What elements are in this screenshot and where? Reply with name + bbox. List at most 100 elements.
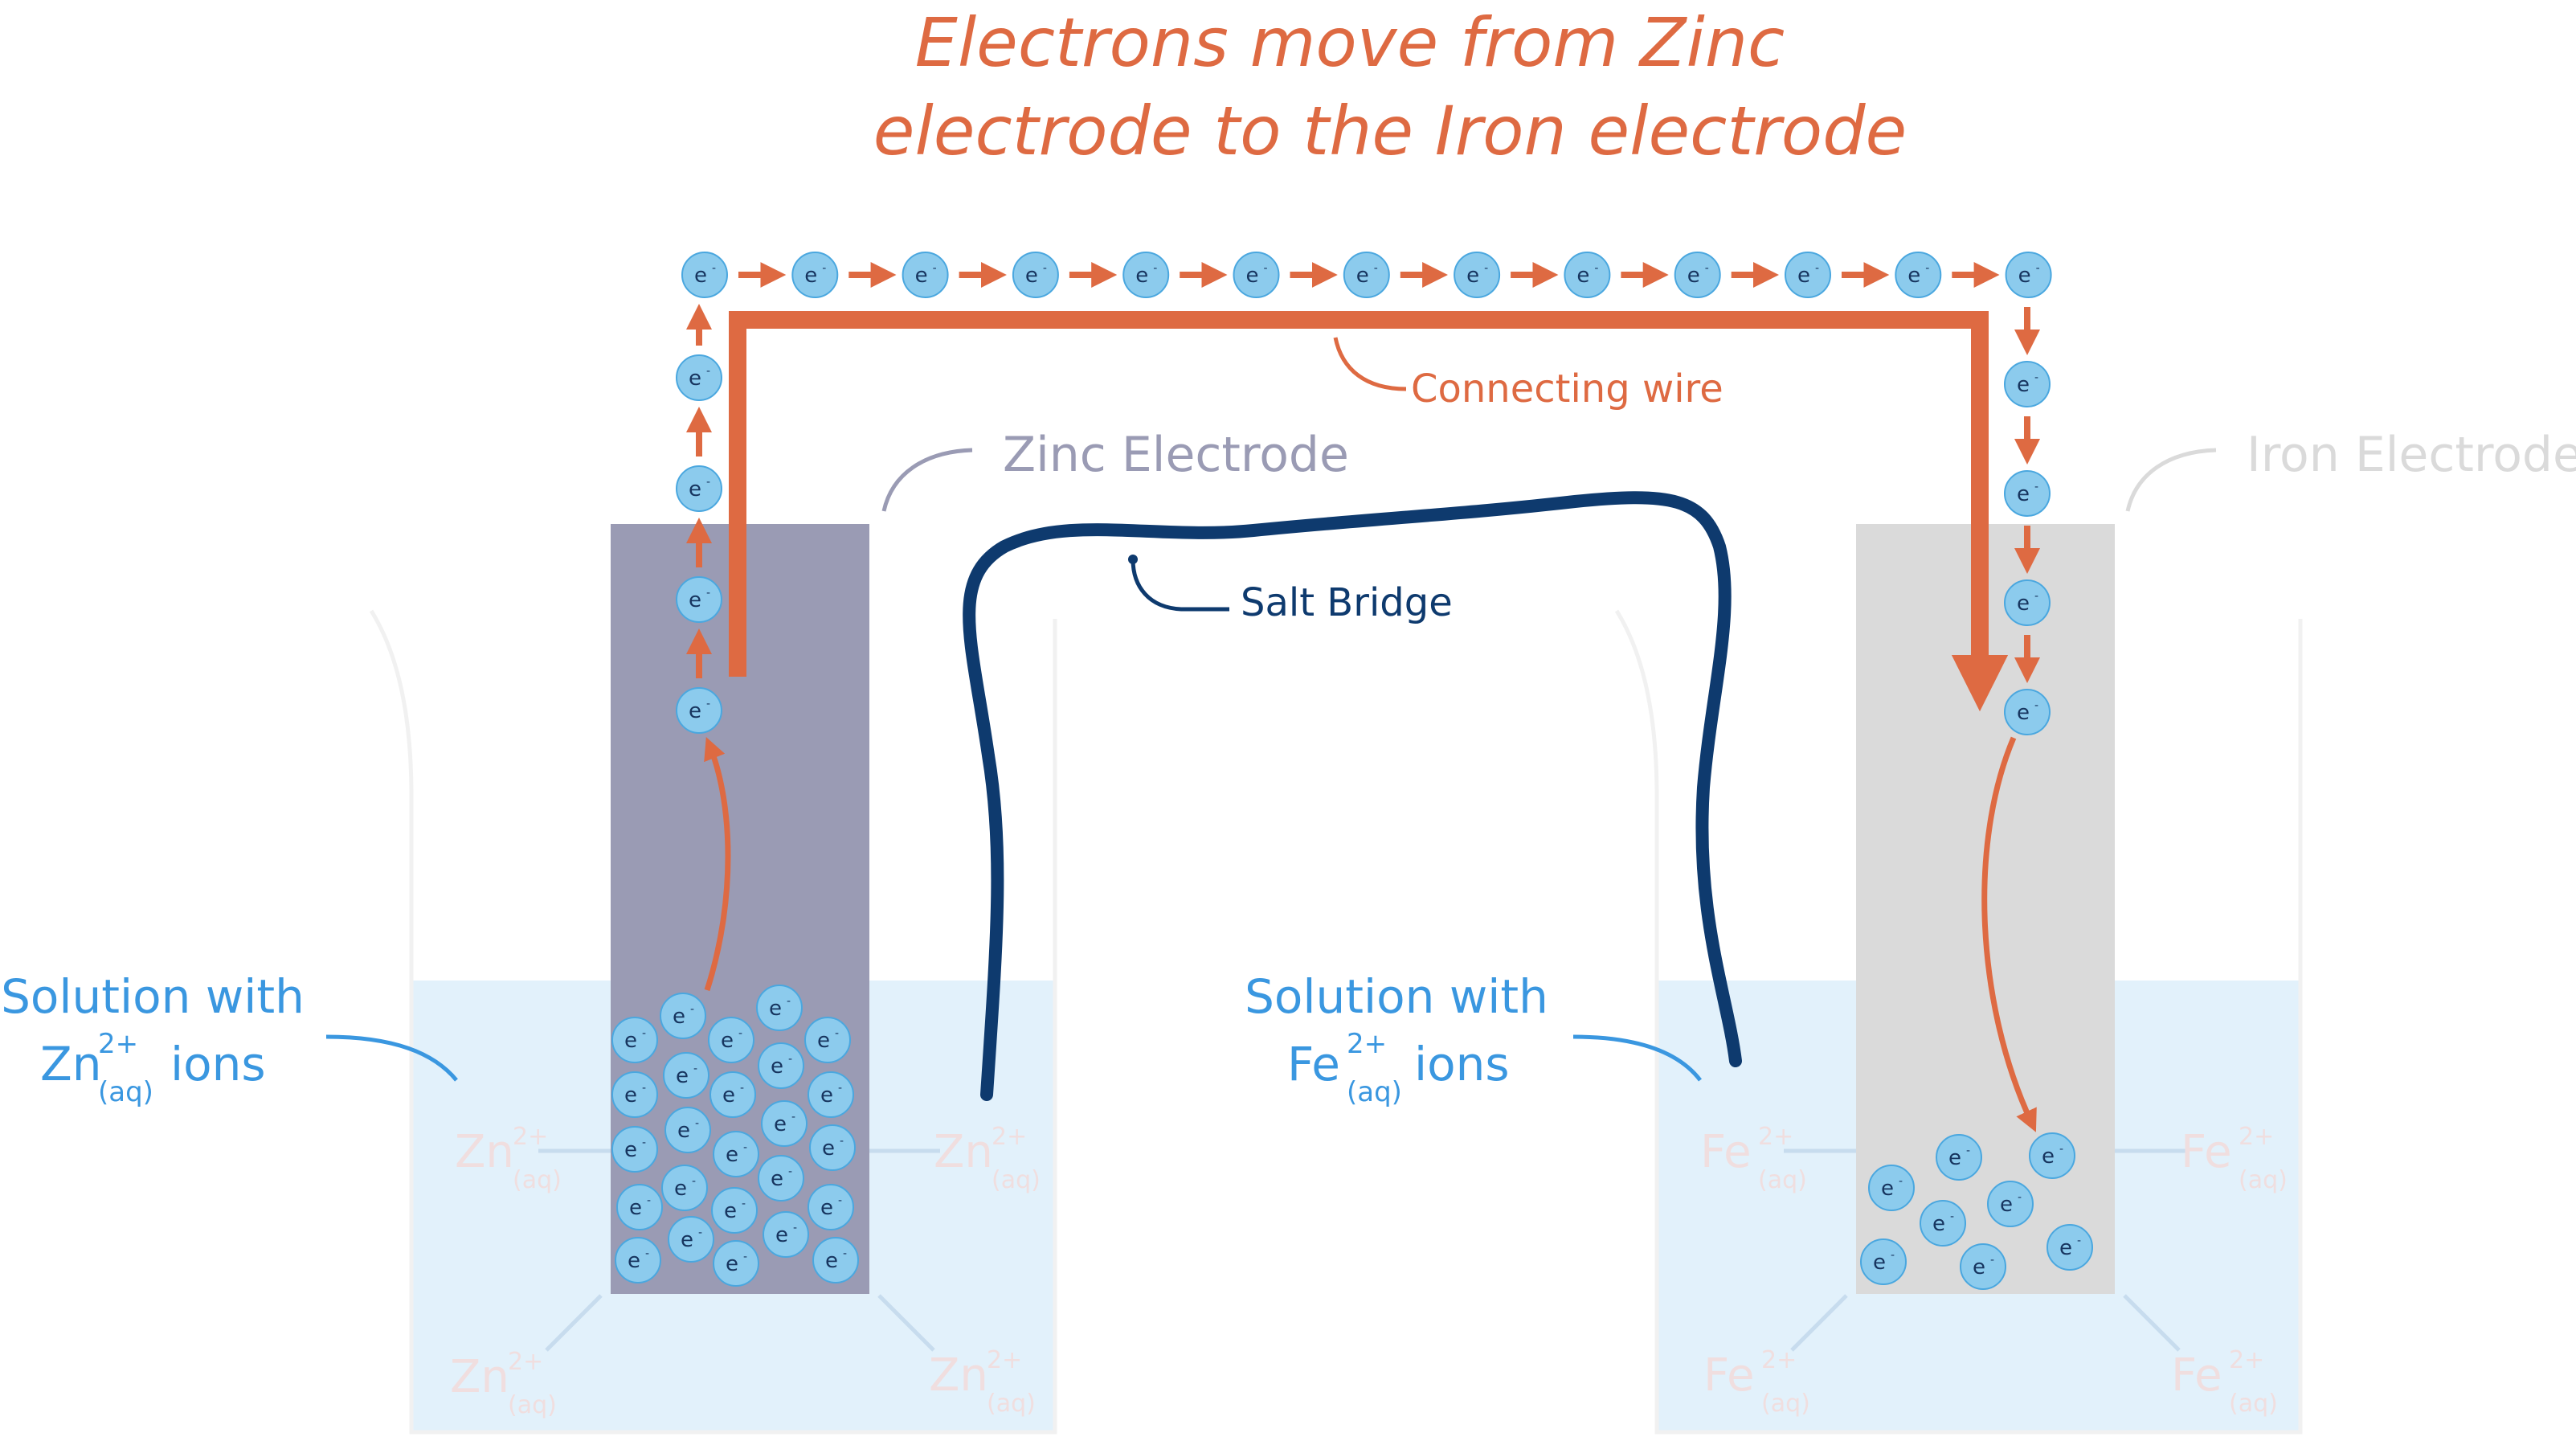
electron-iron: e- [1860, 1238, 1907, 1285]
svg-text:-: - [698, 1226, 702, 1239]
electron-zinc: e- [756, 985, 803, 1031]
electron-iron: e- [1868, 1165, 1915, 1211]
svg-text:2+: 2+ [2239, 1123, 2274, 1151]
salt-bridge-leader [1131, 559, 1229, 612]
svg-text:e: e [721, 1029, 734, 1053]
svg-text:-: - [822, 262, 826, 275]
svg-text:-: - [740, 1082, 744, 1095]
svg-text:e: e [677, 1119, 690, 1143]
electron-zinc: e- [708, 1017, 754, 1063]
svg-text:e: e [1466, 264, 1479, 288]
fe-arrow-downright [2123, 1294, 2181, 1352]
electron-zinc: e- [709, 1071, 756, 1118]
svg-text:-: - [706, 476, 710, 489]
right-solution-leader [1572, 1034, 1702, 1082]
electron-flow-arrows [686, 262, 2040, 683]
electron-zinc: e- [660, 993, 706, 1039]
electron-zinc: e- [616, 1184, 663, 1230]
svg-text:e: e [624, 1138, 637, 1162]
electron-zinc: e- [668, 1216, 714, 1263]
svg-text:-: - [835, 1027, 839, 1040]
svg-text:e: e [629, 1196, 642, 1220]
electron-iron: e- [1960, 1243, 2006, 1290]
electron-iron: e- [1920, 1200, 1966, 1247]
svg-text:-: - [712, 262, 716, 275]
electron-zinc: e- [615, 1237, 661, 1283]
svg-text:-: - [2034, 590, 2038, 603]
svg-text:e: e [804, 264, 817, 288]
left-solution-leader [325, 1034, 458, 1082]
electron-zinc: e- [763, 1211, 809, 1258]
svg-text:e: e [722, 1083, 735, 1107]
svg-text:e: e [2017, 482, 2030, 506]
svg-text:-: - [706, 698, 710, 710]
svg-text:-: - [693, 1062, 697, 1075]
svg-text:(aq): (aq) [1758, 1166, 1807, 1194]
electron-wire-right: e- [2004, 470, 2051, 517]
svg-text:e: e [724, 1199, 737, 1223]
electron-zinc: e- [809, 1124, 856, 1171]
svg-text:Fe: Fe [1700, 1126, 1752, 1178]
svg-text:e: e [1576, 264, 1589, 288]
svg-text:e: e [2017, 592, 2030, 616]
svg-text:Zn: Zn [934, 1126, 993, 1178]
svg-text:-: - [642, 1027, 646, 1040]
svg-text:-: - [645, 1247, 649, 1260]
zn-ion-bottom-right: Zn2+(aq) [929, 1346, 1036, 1418]
svg-text:-: - [738, 1027, 742, 1040]
connecting-wire-label: Connecting wire [1411, 366, 1723, 411]
svg-text:-: - [706, 587, 710, 600]
electron-zinc: e- [758, 1042, 804, 1089]
electron-zinc: e- [812, 1237, 859, 1283]
salt-bridge-label: Salt Bridge [1241, 580, 1453, 625]
left-solution-state: (aq) [98, 1076, 153, 1108]
electron-zinc: e- [661, 1165, 708, 1211]
electron-zinc: e- [711, 1187, 758, 1234]
svg-text:-: - [706, 365, 710, 378]
electron-wire-left: e- [676, 465, 722, 512]
svg-text:-: - [1891, 1249, 1895, 1262]
electron-wire-top: e- [1454, 252, 1501, 298]
svg-text:e: e [1973, 1255, 1985, 1279]
svg-text:-: - [742, 1198, 746, 1210]
electron-wire-top: e- [791, 252, 839, 298]
electron-iron: e- [2029, 1132, 2075, 1179]
svg-text:2+: 2+ [1758, 1123, 1793, 1151]
svg-text:-: - [743, 1251, 747, 1263]
electron-wire-top: e- [1012, 252, 1059, 298]
left-solution-label: Solution with Zn 2+ (aq) ions [1, 969, 458, 1108]
svg-text:e: e [726, 1252, 738, 1276]
svg-text:-: - [840, 1135, 844, 1148]
svg-text:-: - [1153, 262, 1157, 275]
svg-text:e: e [774, 1112, 787, 1136]
svg-text:-: - [695, 1117, 699, 1130]
svg-text:-: - [2018, 1191, 2022, 1204]
svg-text:-: - [838, 1194, 842, 1207]
svg-text:Zn: Zn [450, 1351, 509, 1403]
svg-text:Zn: Zn [455, 1126, 514, 1178]
svg-text:-: - [1990, 1254, 1994, 1267]
electron-zinc: e- [611, 1071, 658, 1118]
svg-text:Fe: Fe [1703, 1349, 1755, 1402]
svg-text:(aq): (aq) [2229, 1390, 2278, 1418]
svg-text:e: e [676, 1064, 689, 1088]
svg-text:e: e [820, 1083, 833, 1107]
svg-text:e: e [817, 1029, 830, 1053]
svg-text:2+: 2+ [513, 1123, 548, 1151]
svg-text:e: e [1873, 1251, 1886, 1275]
svg-text:-: - [838, 1082, 842, 1095]
right-solution-ion: Fe [1287, 1037, 1340, 1091]
svg-text:-: - [1705, 262, 1709, 275]
svg-text:e: e [1025, 264, 1038, 288]
right-solution-label: Solution with Fe 2+ (aq) ions [1245, 969, 1702, 1108]
electron-wire-right: e- [2004, 579, 2051, 626]
electron-wire-top: e- [1674, 252, 1721, 298]
svg-text:-: - [793, 1222, 797, 1234]
svg-text:(aq): (aq) [508, 1391, 557, 1419]
svg-text:-: - [791, 1111, 795, 1124]
svg-text:e: e [689, 699, 701, 723]
svg-text:-: - [1925, 262, 1929, 275]
electron-zinc: e- [808, 1071, 854, 1118]
svg-text:-: - [692, 1175, 696, 1188]
